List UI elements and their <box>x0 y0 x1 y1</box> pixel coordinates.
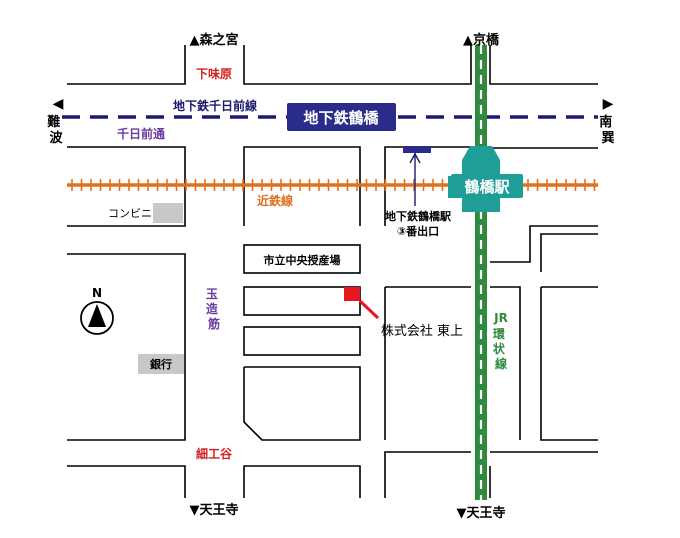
market-label: 市立中央授産場 <box>264 253 341 267</box>
east-arrow: ▶ <box>603 96 614 112</box>
direction-morinomiya: ▲森之宮 <box>190 32 239 48</box>
company-label[interactable]: 株式会社 東上 <box>381 323 463 339</box>
intersection-hosokudani: 細工谷 <box>196 446 233 461</box>
block-outline <box>540 287 598 441</box>
direction-tennoji-left: ▼天王寺 <box>190 502 239 518</box>
compass: N <box>80 286 114 335</box>
label-sennichimae-line: 地下鉄千日前線 <box>173 98 257 113</box>
company-pointer <box>358 299 380 320</box>
label-loop-line: 環 状 線 <box>493 327 509 371</box>
subway-station-badge[interactable] <box>287 103 396 131</box>
exit-3-arrow <box>409 152 421 164</box>
compass-north-arrow-icon <box>88 304 106 327</box>
tsuruhashi-station-name: 鶴橋駅 <box>464 178 510 196</box>
block-outline <box>489 45 598 85</box>
label-kintetsu-line: 近鉄線 <box>257 193 293 208</box>
exit-3-label-line2: ③番出口 <box>397 224 439 238</box>
label-tamatsukuri-suji: 玉 造 筋 <box>206 287 222 331</box>
direction-kyobashi-north: ▲京橋 <box>463 32 500 48</box>
block-outline <box>384 146 471 226</box>
block-outline <box>243 326 361 356</box>
block-outline <box>490 225 598 263</box>
bank-label: 銀行 <box>150 357 172 371</box>
market-block <box>243 244 361 274</box>
block-outline <box>67 253 186 441</box>
block-outline <box>490 286 521 440</box>
block-outline <box>384 451 471 498</box>
block-outline <box>540 233 598 272</box>
intersection-shimoajihara: 下味原 <box>196 66 232 81</box>
tsuruhashi-station-badge[interactable] <box>451 174 523 198</box>
block-outline <box>67 465 186 498</box>
west-label: 難 波 <box>47 114 65 146</box>
block-outline <box>243 45 472 85</box>
west-arrow: ◀ <box>53 96 64 112</box>
compass-letter: N <box>92 286 102 300</box>
label-jr: JR <box>493 311 508 325</box>
company-location-marker[interactable] <box>344 287 360 301</box>
convenience-store-label: コンビニ <box>108 207 152 220</box>
block-outline <box>243 465 361 498</box>
block-outline <box>243 366 361 441</box>
subway-station-name: 地下鉄鶴橋 <box>303 109 379 127</box>
convenience-store-marker <box>153 203 183 223</box>
block-outline <box>67 45 186 85</box>
company-block <box>243 286 361 316</box>
label-sennichimae-dori: 千日前通 <box>117 126 165 141</box>
exit-3-label-line1: 地下鉄鶴橋駅 <box>385 209 451 223</box>
east-label: 南 巽 <box>599 114 617 146</box>
direction-tennoji-right: ▼天王寺 <box>457 505 506 521</box>
bank-marker <box>138 354 184 374</box>
exit-3-marker <box>403 146 431 153</box>
